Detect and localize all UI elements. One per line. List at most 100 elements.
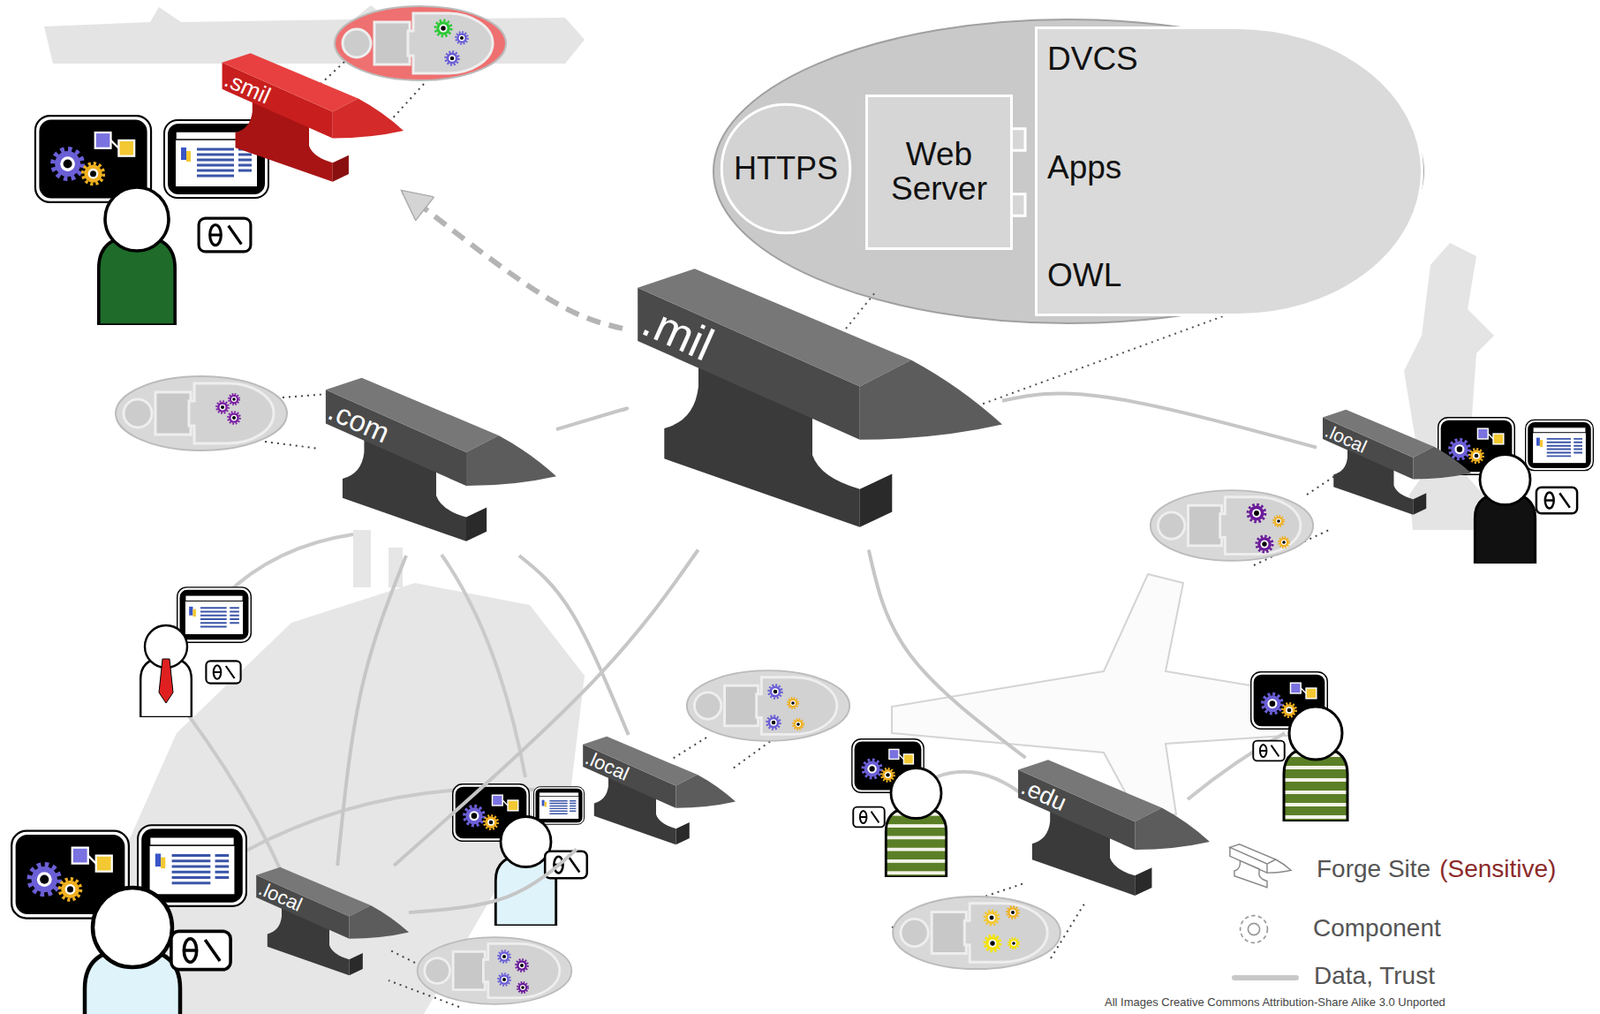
people-links-part: [1187, 732, 1285, 800]
component-callouts-part: [515, 958, 529, 972]
users-part: [171, 930, 231, 969]
node-label: HTTPS: [733, 151, 838, 186]
anvil-shape: [1412, 446, 1472, 480]
forge-site: .local: [576, 734, 736, 854]
anvil-shape: [860, 360, 1003, 440]
server-detail-callout-part: [713, 19, 1424, 324]
circle-outline: [721, 104, 851, 234]
forge-site: .mil: [622, 264, 1003, 551]
component-callouts-part: [1006, 905, 1019, 919]
component-callouts-part: [1278, 536, 1290, 548]
node-label: OWL: [1047, 258, 1122, 294]
component-callouts-part: [1247, 504, 1266, 522]
data-trust-link: [1002, 392, 1317, 447]
data-trust-link: [403, 191, 623, 328]
legend-samples-part: [1240, 915, 1268, 944]
users-part: [1536, 487, 1578, 514]
anvil-shape: [1018, 759, 1163, 822]
legend-samples: [1230, 844, 1297, 978]
forge-site: .com: [316, 375, 557, 556]
component-callouts-part: [984, 935, 1001, 951]
anvil-shape: [349, 905, 410, 939]
legend-text: Data, Trust: [1313, 962, 1435, 990]
legend-text: Component: [1313, 914, 1442, 943]
node-label: Apps: [1047, 150, 1122, 186]
data-trust-link: [556, 407, 627, 430]
users-part: [158, 658, 174, 703]
users-part: [198, 218, 251, 252]
users-part: [1474, 454, 1535, 565]
component-callouts-part: [435, 20, 452, 37]
legend-samples-part-part: [1230, 844, 1291, 888]
container-outline: [1036, 28, 1423, 316]
component-callouts-part: [686, 670, 850, 741]
component-callouts-part: [767, 716, 781, 730]
users-part: [205, 660, 241, 683]
component-callouts-part: [517, 981, 529, 993]
people-links-part: [441, 554, 526, 778]
data-trust-link: [868, 550, 1027, 759]
component-callouts-part: [1256, 535, 1273, 552]
anvil-shape: [1412, 492, 1427, 515]
anvil-shape: [466, 507, 487, 542]
users-part: [544, 851, 588, 879]
anvil-shape: [676, 774, 737, 808]
background-silhouettes: [44, 5, 1495, 1014]
box-outline: [867, 96, 1012, 250]
component-callouts-part: [445, 52, 460, 66]
anvil-shape: [676, 822, 690, 845]
data-trust-link: [408, 848, 577, 913]
component-callouts-part: [984, 910, 1000, 926]
users-part: [84, 887, 181, 1014]
anvil-shape: [332, 155, 349, 182]
server-box: Web Server: [865, 94, 1013, 250]
forge-site: .edu: [1010, 757, 1210, 908]
people-links-part: [935, 771, 1029, 800]
node-label: DVCS: [1047, 42, 1139, 77]
legend-text: Forge Site: [1316, 855, 1431, 884]
data-trust-link: [337, 555, 407, 866]
anvil-shape: [1134, 807, 1210, 850]
component-callouts-part: [498, 973, 511, 986]
users-part: [98, 187, 175, 325]
legend-note: (Sensitive): [1439, 855, 1556, 884]
component-callouts-part: [787, 697, 799, 709]
data-trust-link: [519, 555, 629, 735]
users-part: [533, 786, 584, 825]
legend-samples-part: [1230, 844, 1291, 888]
protocol-circle: HTTPS: [719, 102, 853, 235]
users-part: [140, 625, 192, 717]
component-callouts-part: [498, 950, 511, 963]
anvil-shape: [349, 952, 363, 975]
users-part: [1252, 740, 1284, 762]
component-callouts-part: [417, 936, 573, 1004]
users-part: [177, 587, 252, 642]
component-callouts-part: [115, 376, 287, 451]
connector-tab: [1012, 128, 1026, 217]
anvil-shape: [256, 867, 371, 917]
component-callouts-part: [1008, 937, 1019, 949]
users-part: [852, 807, 884, 828]
component-callouts-part: [227, 411, 241, 424]
anvil-shape: [1322, 409, 1434, 458]
anvil-shape: [332, 98, 404, 139]
anvil-shape: [860, 474, 893, 528]
node-label: Web Server: [872, 137, 1006, 207]
data-trust-link: [393, 550, 699, 867]
component-callouts-part: [216, 400, 229, 414]
anvil-shape: [582, 736, 698, 786]
service-container: DVCS AppsOWL: [1034, 26, 1424, 317]
anvil-shape: [466, 435, 557, 486]
component-callouts-part: [1273, 515, 1284, 527]
users-part: [1525, 419, 1594, 470]
users-part: [1283, 706, 1348, 822]
forge-site: .smil: [214, 51, 404, 194]
component-callouts-part: [892, 896, 1061, 969]
license-note: All Images Creative Commons Attribution-…: [1104, 996, 1446, 1009]
component-callouts-part: [792, 718, 804, 730]
component-callouts-part: [455, 31, 468, 45]
component-callouts-part: [228, 393, 240, 405]
forge-site: .local: [249, 865, 409, 985]
component-callouts-part: [1150, 490, 1314, 561]
component-callouts-part: [769, 685, 783, 699]
